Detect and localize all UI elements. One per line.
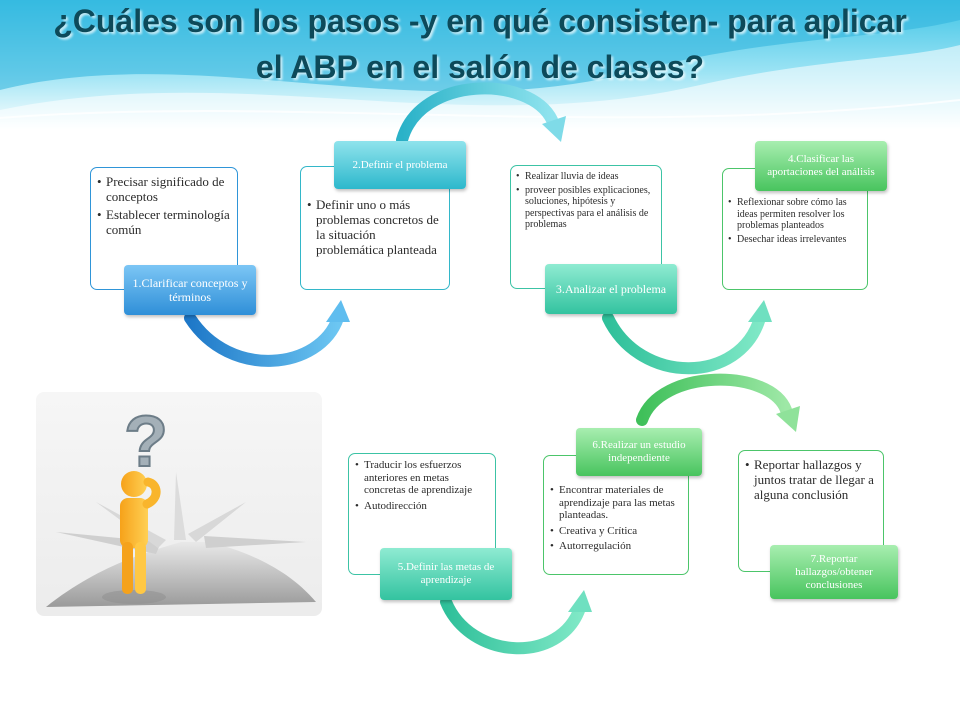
- arrow-3-4: [602, 312, 766, 375]
- step-2-label: 2.Definir el problema: [334, 141, 466, 189]
- step-6-item: Creativa y Crítica: [550, 525, 682, 538]
- arrow-5-6: [440, 596, 586, 655]
- step-4-label: 4.Clasificar las aportaciones del anális…: [755, 141, 887, 191]
- page-title: ¿Cuáles son los pasos -y en qué consiste…: [53, 3, 907, 85]
- step-5-list: Traducir los esfuerzos anteriores en met…: [355, 459, 489, 512]
- step-1-list: Precisar significado de conceptos Establ…: [97, 174, 231, 237]
- step-3-item: proveer posibles explicaciones, solucion…: [516, 185, 655, 231]
- arrow-2-3-head: [542, 116, 566, 142]
- arrow-1-2: [184, 312, 344, 367]
- step-1-label-text: 1.Clarificar conceptos y términos: [132, 276, 248, 304]
- step-3-list: Realizar lluvia de ideas proveer posible…: [516, 171, 655, 231]
- step-5-label: 5.Definir las metas de aprendizaje: [380, 548, 512, 600]
- step-1-label: 1.Clarificar conceptos y términos: [124, 265, 256, 315]
- step-5-item: Autodirección: [355, 500, 489, 513]
- step-4-list: Reflexionar sobre cómo las ideas permite…: [728, 197, 861, 245]
- step-4-item: Desechar ideas irrelevantes: [728, 234, 861, 246]
- step-2-list: Definir uno o más problemas concretos de…: [307, 197, 441, 257]
- step-1-item: Establecer terminología común: [97, 207, 231, 237]
- step-7-list: Reportar hallazgos y juntos tratar de ll…: [745, 457, 877, 502]
- arrow-3-4-head: [748, 300, 772, 322]
- step-6-label-text: 6.Realizar un estudio independiente: [592, 439, 686, 464]
- step-7-item: Reportar hallazgos y juntos tratar de ll…: [745, 457, 877, 502]
- step-6-item: Encontrar materiales de aprendizaje para…: [550, 484, 682, 522]
- step-3-label-text: 3.Analizar el problema: [555, 282, 667, 296]
- arrow-6-7-head: [776, 406, 800, 432]
- step-5-item: Traducir los esfuerzos anteriores en met…: [355, 459, 489, 497]
- step-6-list: Encontrar materiales de aprendizaje para…: [550, 484, 682, 553]
- step-1-item: Precisar significado de conceptos: [97, 174, 231, 204]
- question-mark-icon: ?: [124, 402, 168, 482]
- step-3-label: 3.Analizar el problema: [545, 264, 677, 314]
- arrow-2-3: [396, 82, 558, 146]
- step-4-label-text: 4.Clasificar las aportaciones del anális…: [767, 153, 875, 178]
- arrow-5-6-head: [568, 590, 592, 612]
- step-6-label: 6.Realizar un estudio independiente: [576, 428, 702, 476]
- step-7-label: 7.Reportar hallazgos/obtener conclusione…: [770, 545, 898, 599]
- crossroads-illustration: ?: [46, 401, 316, 607]
- step-4-item: Reflexionar sobre cómo las ideas permite…: [728, 197, 861, 232]
- step-2-item: Definir uno o más problemas concretos de…: [307, 197, 441, 257]
- arrow-6-7: [636, 373, 792, 426]
- arrow-1-2-head: [326, 300, 350, 322]
- step-3-item: Realizar lluvia de ideas: [516, 171, 655, 183]
- step-5-label-text: 5.Definir las metas de aprendizaje: [397, 561, 495, 586]
- step-7-label-text: 7.Reportar hallazgos/obtener conclusione…: [795, 552, 873, 591]
- step-2-label-text: 2.Definir el problema: [352, 158, 448, 171]
- person-question-crossroads-icon: ?: [36, 392, 322, 616]
- step-6-item: Autorregulación: [550, 540, 682, 553]
